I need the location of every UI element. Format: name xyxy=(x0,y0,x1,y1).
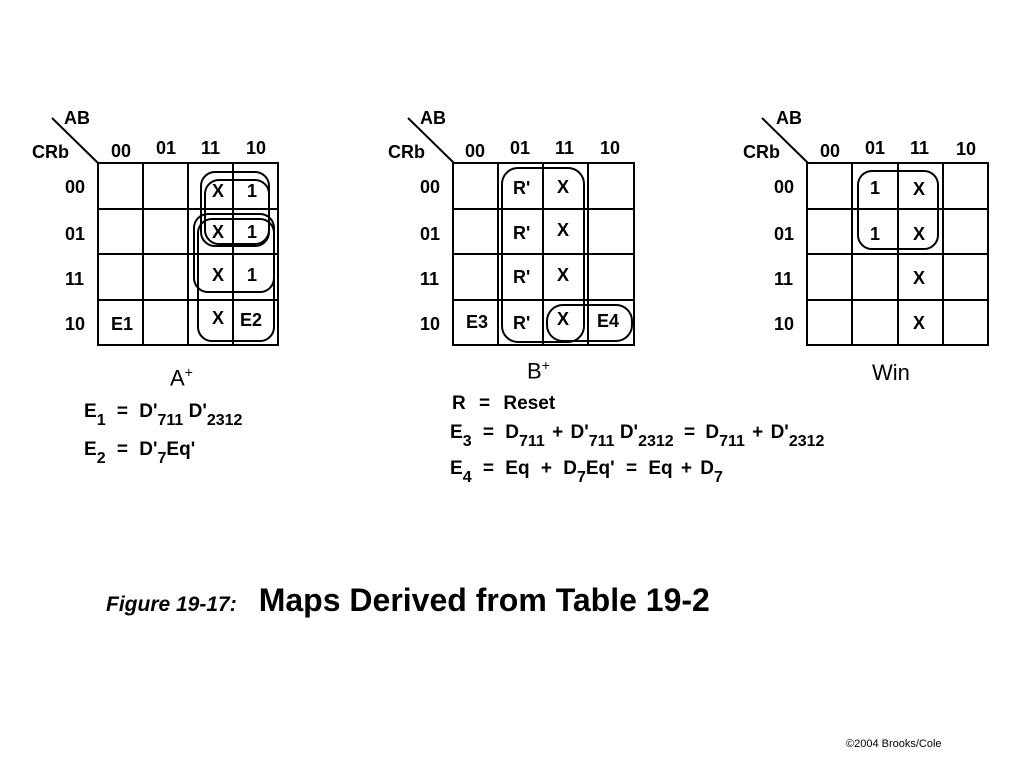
equation-e4: E4 = Eq + D7Eq' = Eq + D7 xyxy=(450,458,723,486)
kmap-win: AB CRb 00 01 11 10 00 01 11 10 1 X 1 X X… xyxy=(743,108,989,346)
kmap-cell: X xyxy=(557,309,569,329)
figure-title: Maps Derived from Table 19-2 xyxy=(258,582,710,618)
kmap-row-var: CRb xyxy=(388,142,425,162)
kmap-cell: 1 xyxy=(247,265,257,285)
row-header: 11 xyxy=(420,269,439,289)
kmap-loop xyxy=(197,218,275,342)
figure-label: Figure 19-17: xyxy=(106,593,237,616)
kmap-cell: X xyxy=(557,220,569,240)
kmap-cell: R' xyxy=(513,267,530,287)
row-header: 11 xyxy=(65,269,84,289)
row-header: 11 xyxy=(774,269,793,289)
kmap-col-var: AB xyxy=(420,108,446,128)
equation-e3: E3 = D711 + D'711 D'2312 = D711 + D'2312 xyxy=(450,422,825,450)
map-name-a-plus: A+ xyxy=(170,364,193,391)
kmap-cell: 1 xyxy=(870,224,880,244)
kmap-row-var: CRb xyxy=(743,142,780,162)
kmap-diagonal xyxy=(407,117,455,164)
kmap-diagonal xyxy=(51,117,99,164)
kmap-cell: E3 xyxy=(466,312,488,332)
row-header: 01 xyxy=(774,224,794,244)
col-header: 10 xyxy=(600,138,620,158)
kmap-cell: X xyxy=(913,268,925,288)
kmap-cell: X xyxy=(913,313,925,333)
row-header: 00 xyxy=(774,177,794,197)
row-header: 01 xyxy=(420,224,440,244)
kmap-diagonal xyxy=(761,117,809,164)
kmap-cell: R' xyxy=(513,313,530,333)
kmap-cell: X xyxy=(212,222,224,242)
kmap-loop xyxy=(204,179,270,245)
col-header: 11 xyxy=(201,138,220,158)
kmap-loop xyxy=(857,170,939,250)
kmap-cell: 1 xyxy=(870,178,880,198)
equation-e1: E1 = D'711 D'2312 xyxy=(84,401,243,429)
kmap-cell: 1 xyxy=(247,181,257,201)
kmap-b-plus: AB CRb 00 01 11 10 00 01 11 10 R' X R' X… xyxy=(388,108,635,346)
map-name-win: Win xyxy=(872,360,910,385)
col-header: 00 xyxy=(820,141,840,161)
col-header: 11 xyxy=(555,138,574,158)
col-header: 01 xyxy=(510,138,530,158)
kmap-cell: 1 xyxy=(247,222,257,242)
figure-caption: Figure 19-17: Maps Derived from Table 19-… xyxy=(106,582,710,619)
kmap-cell: R' xyxy=(513,178,530,198)
equation-r: R = Reset xyxy=(452,393,556,414)
copyright-notice: ©2004 Brooks/Cole xyxy=(846,738,942,750)
map-name-b-plus: B+ xyxy=(527,357,550,384)
kmap-cell: X xyxy=(557,265,569,285)
kmap-cell: R' xyxy=(513,223,530,243)
col-header: 01 xyxy=(156,138,176,158)
row-header: 10 xyxy=(65,314,85,334)
kmap-cell: X xyxy=(212,181,224,201)
kmap-cell: X xyxy=(557,177,569,197)
col-header: 11 xyxy=(910,138,929,158)
equation-e2: E2 = D'7Eq' xyxy=(84,439,196,467)
kmap-cell: X xyxy=(913,224,925,244)
row-header: 01 xyxy=(65,224,85,244)
row-header: 00 xyxy=(420,177,440,197)
kmap-cell: X xyxy=(212,265,224,285)
kmap-loop xyxy=(501,167,585,343)
kmap-a-plus: AB CRb 00 01 11 10 00 01 11 10 X 1 X 1 X… xyxy=(32,108,279,346)
kmap-col-var: AB xyxy=(64,108,90,128)
kmap-cell: E2 xyxy=(240,310,262,330)
kmap-cell: X xyxy=(212,308,224,328)
kmap-loop xyxy=(546,304,633,342)
row-header: 10 xyxy=(774,314,794,334)
col-header: 00 xyxy=(111,141,131,161)
kmap-col-var: AB xyxy=(776,108,802,128)
kmap-row-var: CRb xyxy=(32,142,69,162)
kmap-cell: E4 xyxy=(597,311,619,331)
row-header: 00 xyxy=(65,177,85,197)
row-header: 10 xyxy=(420,314,440,334)
col-header: 10 xyxy=(246,138,266,158)
kmap-cell: E1 xyxy=(111,314,133,334)
kmap-cell: X xyxy=(913,179,925,199)
col-header: 10 xyxy=(956,139,976,159)
col-header: 00 xyxy=(465,141,485,161)
col-header: 01 xyxy=(865,138,885,158)
